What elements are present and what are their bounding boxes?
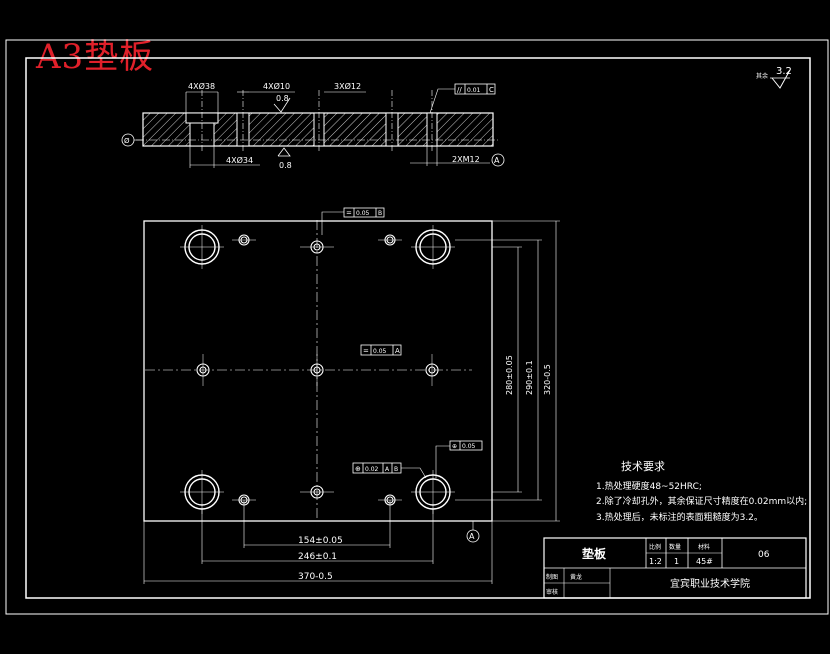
tol-mid-symbol: = [363, 347, 369, 355]
stamp-title: A3垫板 [36, 37, 155, 77]
header-scale: 比例 [649, 543, 661, 551]
hole-label-38: 4XØ38 [188, 81, 215, 91]
section-view: 4XØ38 4XØ10 3XØ12 0.8 // 0.01 C 4XØ34 0.… [121, 81, 505, 170]
tol-top-value: 0.05 [356, 210, 370, 217]
header-qty: 数量 [669, 543, 681, 551]
hole-label-m12: 2XM12 [452, 155, 480, 164]
requirement-1: 1.热处理硬度48~52HRC; [596, 480, 702, 492]
part-name: 垫板 [582, 546, 607, 561]
tol-pos2-symbol: ⊕ [452, 443, 457, 450]
datum-bottom: A [469, 532, 475, 541]
header-material: 材料 [698, 543, 710, 551]
hole-label-10: 4XØ10 [263, 81, 290, 91]
tol-frame-pos2: ⊕ 0.05 [435, 440, 483, 478]
tol-pos-value: 0.02 [365, 466, 379, 473]
tol-pos2-value: 0.05 [462, 443, 476, 450]
parallelism-tol: 0.01 [467, 87, 481, 94]
roughness-bottom: 0.8 [279, 161, 292, 170]
value-material: 45# [696, 557, 713, 566]
tol-frame-top: = 0.05 B [321, 207, 385, 235]
dim-h-370: 370-0.5 [298, 572, 333, 582]
tol-frame-pos: ⊕ 0.02 A B [352, 462, 427, 479]
hole-label-34: 4XØ34 [226, 155, 253, 165]
dim-h-246: 246±0.1 [298, 552, 337, 562]
title-block [543, 537, 807, 599]
label-check: 审核 [546, 588, 558, 596]
surface-finish-label: 其余 [756, 72, 768, 80]
technical-requirements: 技术要求 1.热处理硬度48~52HRC; 2.除了冷却孔外，其余保证尺寸精度在… [596, 460, 807, 523]
outer-border [5, 39, 829, 615]
datum-left: Ø [124, 137, 130, 145]
hole-label-12: 3XØ12 [334, 81, 361, 91]
datum-right: A [494, 156, 500, 165]
tol-mid-value: 0.05 [373, 348, 387, 355]
tol-top-symbol: = [346, 209, 352, 217]
requirements-title: 技术要求 [621, 460, 665, 473]
drawing-number: 06 [758, 550, 770, 560]
dim-v-320: 320-0.5 [543, 364, 552, 395]
surface-finish-symbol: 其余 3.2 [756, 66, 792, 89]
label-drawn: 制图 [546, 573, 558, 581]
value-qty: 1 [674, 557, 679, 566]
inner-border [25, 57, 811, 599]
roughness-top: 0.8 [276, 94, 289, 103]
school-name: 宜宾职业技术学院 [670, 577, 750, 590]
tol-pos-symbol: ⊕ [355, 465, 361, 473]
surface-finish-value: 3.2 [776, 66, 792, 77]
plate-outline [143, 220, 493, 522]
tol-pos-datum1: A [385, 466, 390, 473]
requirement-3: 3.热处理后，未标注的表面粗糙度为3.2。 [596, 511, 763, 523]
parallelism-frame: // 0.01 C [429, 83, 496, 114]
requirement-2: 2.除了冷却孔外，其余保证尺寸精度在0.02mm以内; [596, 495, 807, 507]
large-holes [184, 229, 451, 510]
dim-h-154: 154±0.05 [298, 536, 343, 546]
designer-name: 黄龙 [570, 573, 582, 581]
tol-pos-datum2: B [394, 466, 398, 473]
value-scale: 1:2 [649, 557, 662, 566]
tol-mid-datum: A [395, 347, 400, 355]
tol-top-datum: B [378, 210, 382, 217]
parallelism-datum: C [489, 86, 494, 94]
plan-view: = 0.05 B = 0.05 A ⊕ 0.05 ⊕ 0.02 A [143, 207, 560, 584]
dim-v-290: 290±0.1 [525, 360, 534, 395]
dim-v-280: 280±0.05 [505, 355, 514, 395]
tol-frame-mid: = 0.05 A [360, 344, 402, 356]
parallelism-symbol: // [457, 86, 462, 94]
